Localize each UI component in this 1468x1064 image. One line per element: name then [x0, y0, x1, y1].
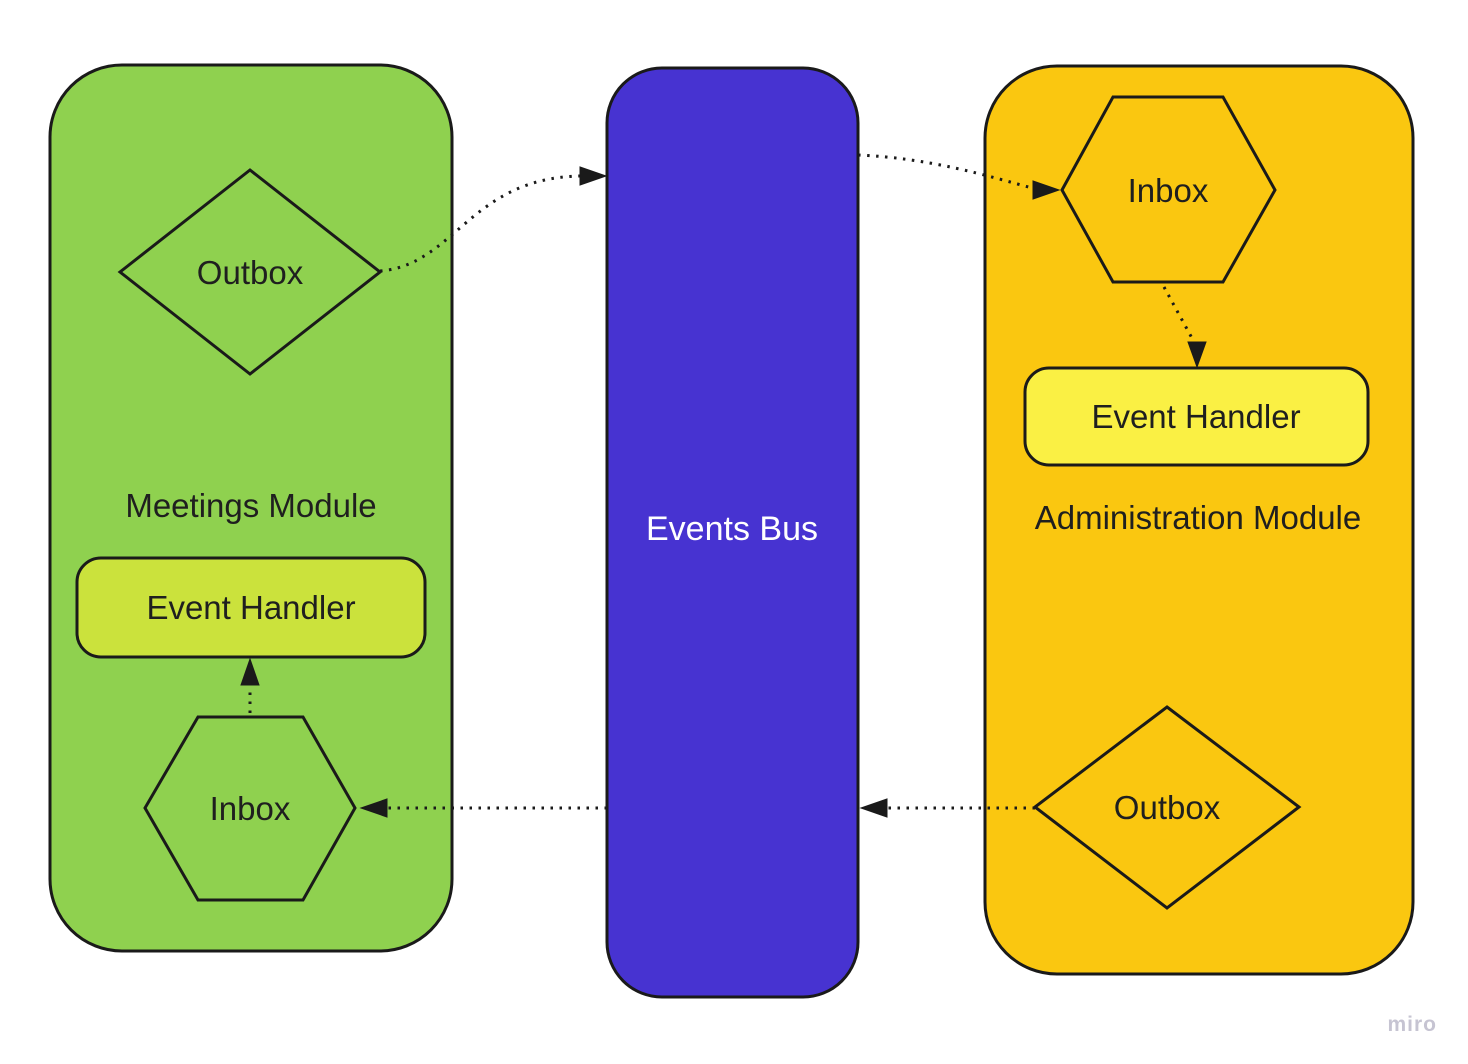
meetings-event-handler-box[interactable]: [75, 556, 427, 659]
connector-administration-inbox-to-event-handler[interactable]: [1162, 286, 1207, 369]
meetings-event-handler-label: Event Handler: [146, 589, 355, 626]
administration-outbox-label: Outbox: [1114, 789, 1221, 826]
connector-events-bus-to-meetings-inbox[interactable]: [359, 798, 607, 818]
arrowhead-down-icon: [1187, 341, 1207, 369]
administration-event-handler-box[interactable]: [1023, 366, 1370, 467]
administration-module-container[interactable]: [983, 64, 1415, 976]
connector-administration-outbox-to-events-bus[interactable]: [859, 798, 1035, 818]
administration-outbox-diamond[interactable]: [1032, 705, 1302, 910]
administration-inbox-hexagon[interactable]: [1060, 95, 1277, 284]
arrowhead-up-icon: [240, 657, 260, 686]
arrowhead-left-icon: [859, 798, 888, 818]
meetings-outbox-label: Outbox: [197, 254, 304, 291]
meetings-module-title: Meetings Module: [125, 487, 376, 524]
miro-watermark: miro: [1387, 1013, 1437, 1036]
arrowhead-right-icon: [1032, 180, 1061, 200]
meetings-outbox-diamond[interactable]: [117, 168, 383, 376]
arrowhead-left-icon: [359, 798, 388, 818]
arrowhead-right-icon: [579, 166, 608, 186]
administration-module-title: Administration Module: [1035, 499, 1362, 536]
administration-event-handler-label: Event Handler: [1091, 398, 1300, 435]
connector-meetings-inbox-to-event-handler[interactable]: [240, 657, 260, 713]
meetings-inbox-hexagon[interactable]: [143, 715, 357, 902]
meetings-inbox-label: Inbox: [210, 790, 291, 827]
events-bus-container[interactable]: [605, 66, 860, 999]
connector-meetings-outbox-to-events-bus[interactable]: [379, 166, 608, 273]
administration-inbox-label: Inbox: [1128, 172, 1209, 209]
connector-events-bus-to-administration-inbox[interactable]: [857, 153, 1061, 200]
events-bus-title: Events Bus: [646, 510, 818, 548]
connector-line: [1162, 286, 1195, 341]
